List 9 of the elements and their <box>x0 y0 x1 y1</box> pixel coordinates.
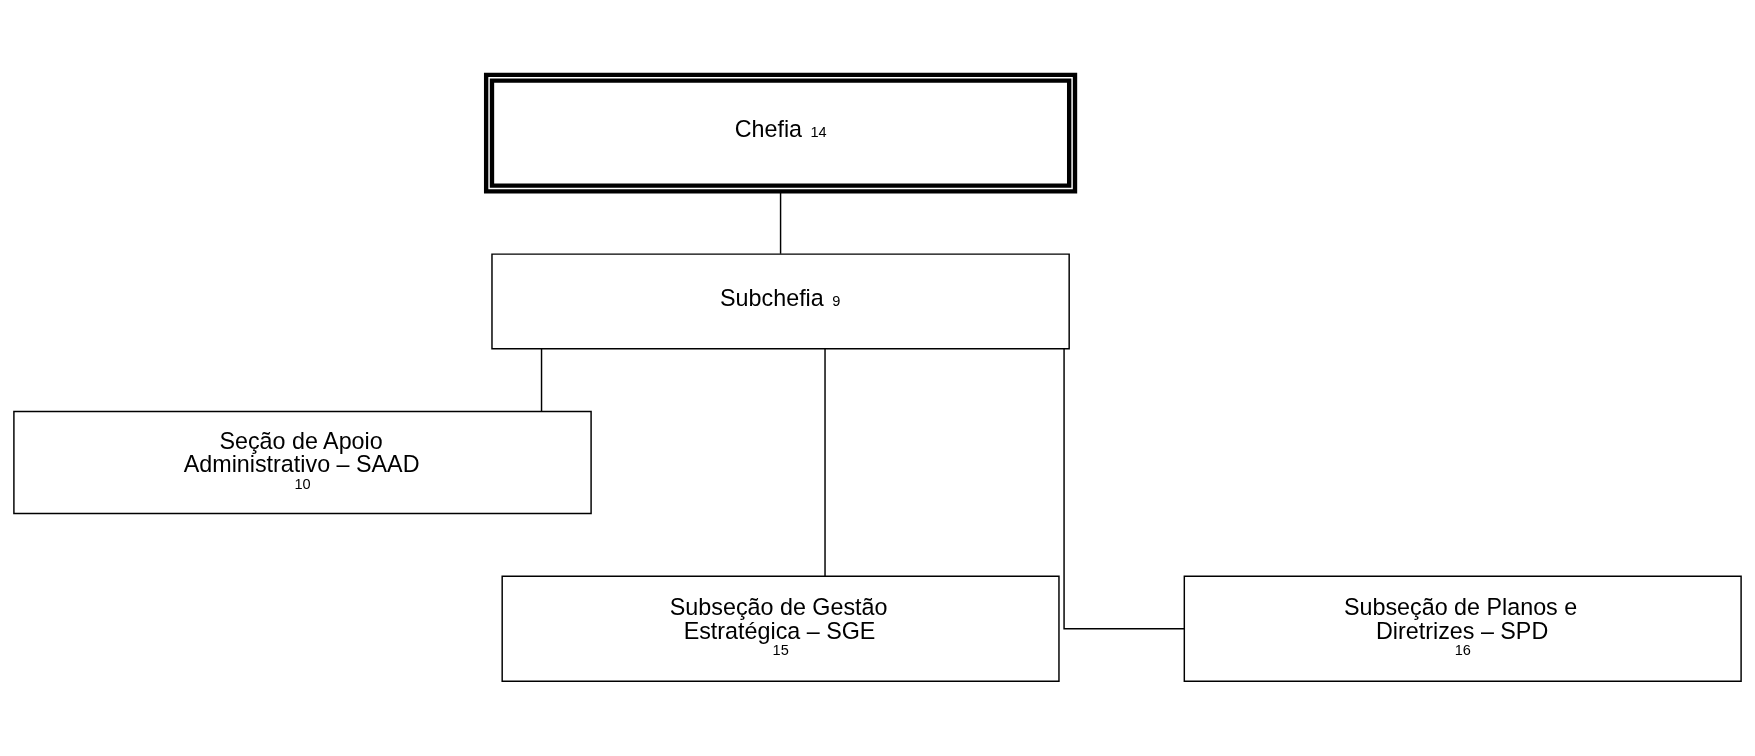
connector <box>1063 348 1185 630</box>
node-box: Subseção de Planos e Diretrizes – SPD 16 <box>1183 575 1742 682</box>
node-box: Chefia 14 <box>483 72 1078 194</box>
connector <box>824 348 826 577</box>
node-box: Seção de Apoio Administrativo – SAAD 10 <box>13 410 592 515</box>
node-box: Subchefia 9 <box>491 253 1070 350</box>
node-box: Subseção de Gestão Estratégica – SGE 15 <box>501 575 1060 682</box>
connector <box>779 190 782 255</box>
connector <box>540 348 543 413</box>
